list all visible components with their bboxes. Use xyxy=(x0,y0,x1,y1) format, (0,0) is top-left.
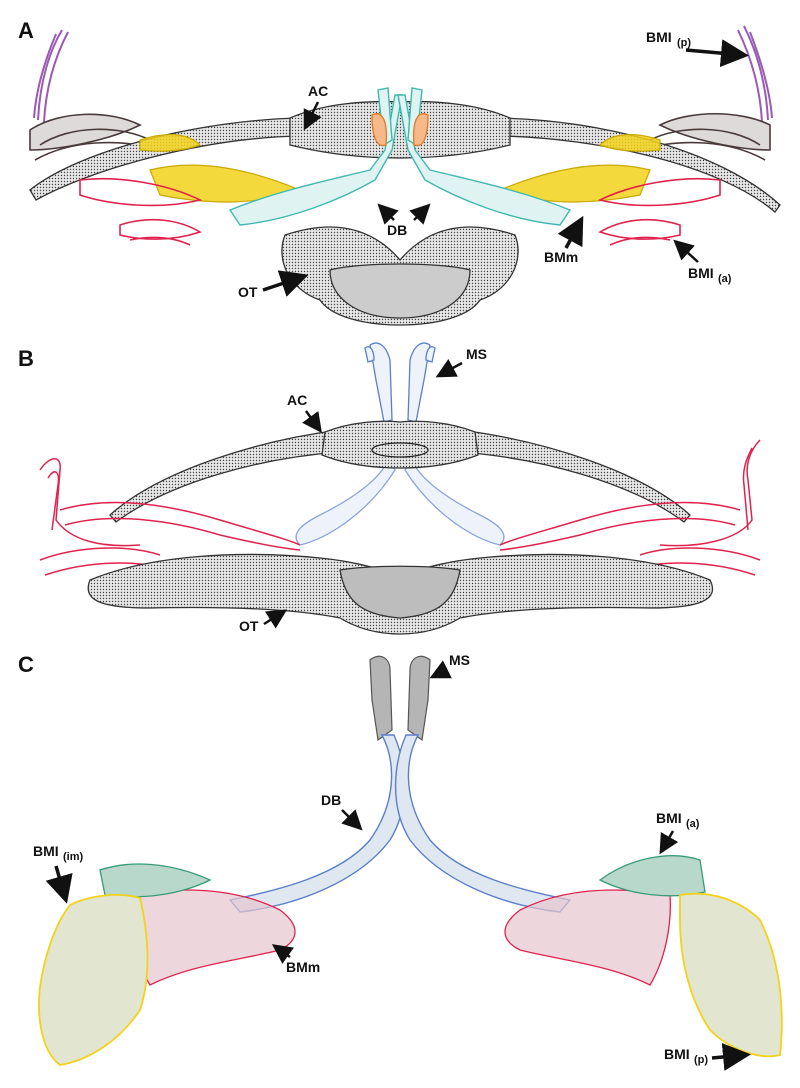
label-c-db: DB xyxy=(321,792,341,808)
label-a-bmi-a-sub: (a) xyxy=(718,273,732,285)
ac-commissure-a xyxy=(29,100,781,213)
arrow-a-ac xyxy=(303,101,322,131)
ot-optic-tract-b xyxy=(87,553,714,635)
label-a-bmi-a: BMI xyxy=(688,265,714,281)
red-structures-b xyxy=(39,439,761,576)
ms-blue-structures-b xyxy=(364,342,436,423)
panel-b: B xyxy=(18,342,761,635)
label-c-bmi-a: BMI xyxy=(656,810,682,826)
ot-optic-tract-a xyxy=(281,226,519,326)
arrow-a-ot xyxy=(262,270,309,297)
label-c-ms: MS xyxy=(449,652,470,668)
bmm-yellow-structures xyxy=(139,134,661,203)
label-c-bmi-im: BMI xyxy=(33,843,59,859)
bmi-p-purple-structures xyxy=(33,25,773,123)
panel-b-letter: B xyxy=(18,346,34,371)
bmi-a-red-structures xyxy=(79,177,721,246)
bmi-green-structures-c xyxy=(99,855,706,898)
panel-a-letter: A xyxy=(18,18,34,43)
label-b-ac: AC xyxy=(287,392,307,408)
label-c-bmi-im-sub: (im) xyxy=(63,851,84,863)
label-a-ot: OT xyxy=(238,284,258,300)
db-blue-structures-b xyxy=(295,458,505,546)
arrow-c-bmm xyxy=(271,944,295,964)
label-a-ac: AC xyxy=(308,83,328,99)
panel-c-letter: C xyxy=(18,652,34,677)
label-a-bmi-p-sub: (p) xyxy=(677,37,691,49)
arrow-c-bmi-a xyxy=(659,830,679,855)
arrow-c-db xyxy=(341,809,363,831)
ms-gray-structures-c xyxy=(369,655,431,742)
orange-structures xyxy=(371,113,429,147)
label-c-bmi-a-sub: (a) xyxy=(686,818,700,830)
arrow-a-db-left xyxy=(377,203,399,225)
label-c-bmi-p-sub: (p) xyxy=(694,1054,708,1066)
arrow-b-ms xyxy=(435,359,463,378)
arrow-c-ms xyxy=(429,660,452,679)
arrow-b-ac xyxy=(302,410,322,434)
label-c-bmm: BMm xyxy=(286,959,320,975)
label-a-db: DB xyxy=(387,222,407,238)
arrow-a-bmi-p xyxy=(685,39,749,68)
db-cyan-structures xyxy=(228,87,572,226)
arrow-b-ot xyxy=(263,609,288,629)
db-blue-structures-c xyxy=(228,734,572,913)
arrow-a-bmi-a xyxy=(673,239,699,263)
label-c-bmi-p: BMI xyxy=(664,1046,690,1062)
bmm-red-structures-c xyxy=(129,889,671,986)
panel-c: C MS DB BMI (a) xyxy=(18,652,783,1071)
arrow-c-bmi-im xyxy=(45,865,73,904)
label-a-bmm: BMm xyxy=(544,249,578,265)
panel-a: A xyxy=(18,18,781,326)
arrow-a-bmm xyxy=(557,215,584,249)
label-b-ot: OT xyxy=(239,618,259,634)
arrow-a-db-right xyxy=(409,203,431,225)
label-b-ms: MS xyxy=(466,346,487,362)
bmi-yellow-structures-c xyxy=(38,892,783,1066)
ac-commissure-b xyxy=(109,420,691,523)
label-a-bmi-p: BMI xyxy=(646,29,672,45)
arrow-c-bmi-p xyxy=(711,1043,751,1071)
